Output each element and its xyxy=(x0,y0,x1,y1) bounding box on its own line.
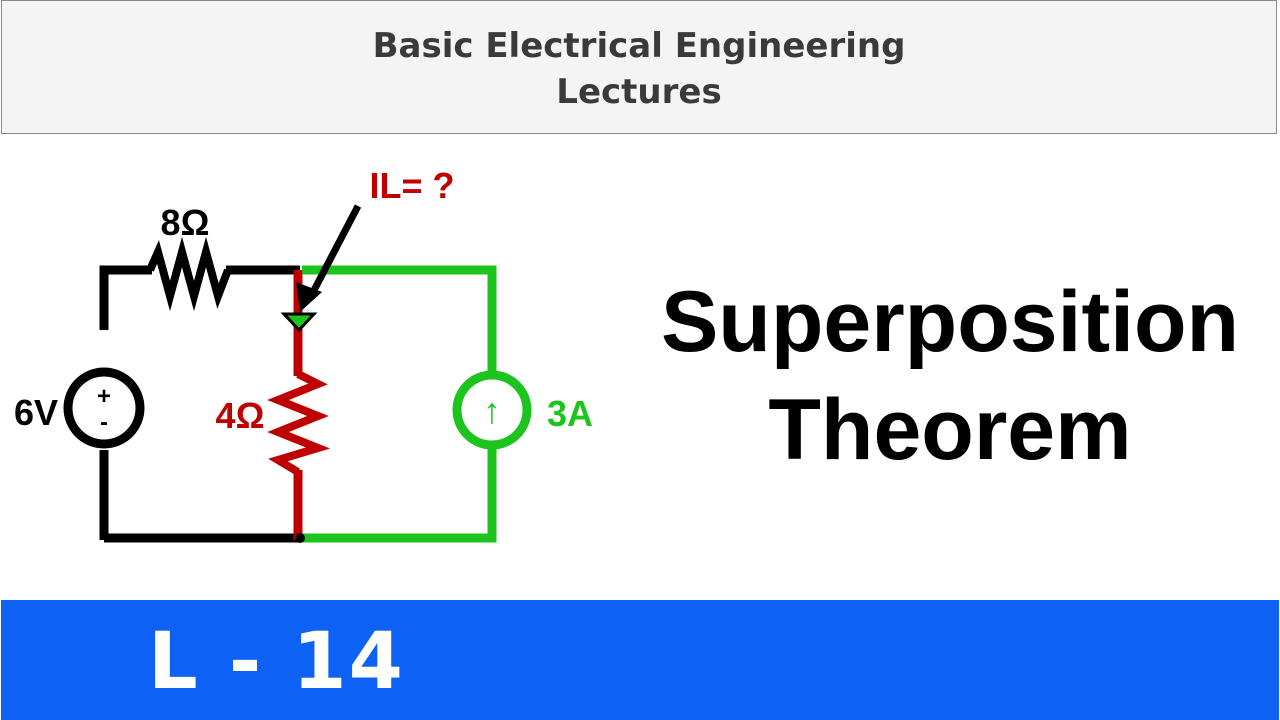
current-source-arrow-icon: ↑ xyxy=(483,390,501,431)
load-current-pointer-head-icon xyxy=(296,282,322,312)
resistor-4ohm xyxy=(267,370,331,476)
main-title-line1: Superposition xyxy=(660,274,1240,370)
wire-top-left xyxy=(99,265,152,330)
main-title-line2: Theorem xyxy=(768,382,1132,478)
resistor-8ohm xyxy=(146,236,232,312)
resistor-8ohm-label: 8Ω xyxy=(161,202,210,243)
junction-dot xyxy=(295,533,305,543)
lecture-number: L - 14 xyxy=(148,617,405,707)
voltage-source-minus: - xyxy=(100,409,108,436)
voltage-source-label: 6V xyxy=(14,392,58,433)
wire-current-source-bottom xyxy=(302,444,497,543)
voltage-source-plus: + xyxy=(97,383,111,410)
footer-bar xyxy=(1,600,1279,720)
current-source xyxy=(452,370,532,450)
header-title-line1: Basic Electrical Engineering xyxy=(372,26,906,66)
header-banner: Basic Electrical Engineering Lectures xyxy=(1,0,1277,134)
voltage-source xyxy=(63,367,145,449)
resistor-4ohm-label: 4Ω xyxy=(216,395,265,436)
load-current-direction-icon xyxy=(280,312,318,333)
circuit-diagram: 8Ω + - 6V 4Ω ↑ 3A IL= ? xyxy=(14,165,593,543)
load-current-label: IL= ? xyxy=(369,165,454,206)
load-current-pointer xyxy=(306,204,362,300)
current-source-label: 3A xyxy=(547,393,593,434)
header-title-line2: Lectures xyxy=(556,72,722,112)
wire-current-source-loop xyxy=(302,265,497,376)
